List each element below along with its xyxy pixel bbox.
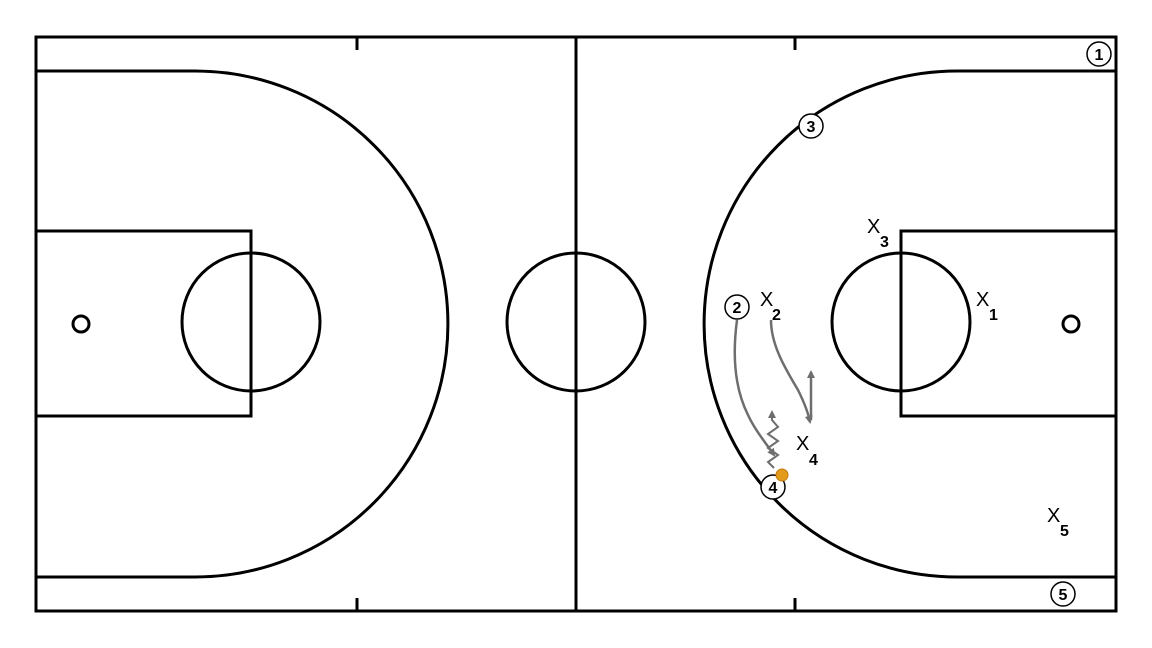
defender-3-number: 3 xyxy=(880,234,889,251)
free-throw-circle-right xyxy=(830,251,972,393)
defender-5-mark: X xyxy=(1047,505,1060,527)
defender-4-number: 4 xyxy=(809,452,818,469)
player-2-number: 2 xyxy=(733,300,742,317)
player-2-circle xyxy=(724,294,750,320)
player-3: 3 xyxy=(798,113,824,139)
defender-4: X 4 xyxy=(796,433,818,469)
player-1: 1 xyxy=(1086,41,1112,67)
player-4-circle xyxy=(760,474,786,500)
defender-5: X 5 xyxy=(1047,505,1069,540)
three-point-line-left xyxy=(36,69,450,579)
three-point-line-right xyxy=(702,69,1116,579)
cut-arrow-defender-2 xyxy=(769,319,813,424)
movement-arrows xyxy=(733,319,815,469)
player-5: 5 xyxy=(1050,581,1076,607)
defender-3-mark: X xyxy=(867,216,880,238)
defender-1: X 1 xyxy=(976,289,998,324)
defender-2: X 2 xyxy=(760,289,781,324)
basket-left xyxy=(71,314,91,334)
player-4: 4 xyxy=(760,468,789,500)
court-lines xyxy=(34,35,1118,613)
defender-5-number: 5 xyxy=(1060,523,1069,540)
ball-icon xyxy=(775,468,789,482)
cut-arrow-player-2 xyxy=(733,319,776,457)
defender-3: X 3 xyxy=(867,216,889,251)
player-3-circle xyxy=(798,113,824,139)
paint-left xyxy=(34,229,253,418)
player-1-circle xyxy=(1086,41,1112,67)
dribble-path-player-4 xyxy=(766,410,780,469)
defender-4-mark: X xyxy=(796,433,809,455)
player-5-number: 5 xyxy=(1059,587,1068,604)
basket-right xyxy=(1061,314,1081,334)
defender-2-mark: X xyxy=(760,289,773,311)
player-3-number: 3 xyxy=(807,119,816,136)
free-throw-circle-left xyxy=(180,251,322,393)
offense-players: 1 2 3 4 5 xyxy=(724,41,1112,607)
player-5-circle xyxy=(1050,581,1076,607)
defenders: X 1 X 2 X 3 X 4 X 5 xyxy=(760,216,1069,540)
player-4-number: 4 xyxy=(769,480,778,497)
defender-1-mark: X xyxy=(976,289,989,311)
center-circle xyxy=(505,251,647,393)
paint-right xyxy=(899,229,1118,418)
player-2: 2 xyxy=(724,294,750,320)
defender-2-number: 2 xyxy=(772,307,781,324)
defender-1-number: 1 xyxy=(989,307,998,324)
player-1-number: 1 xyxy=(1095,47,1104,64)
